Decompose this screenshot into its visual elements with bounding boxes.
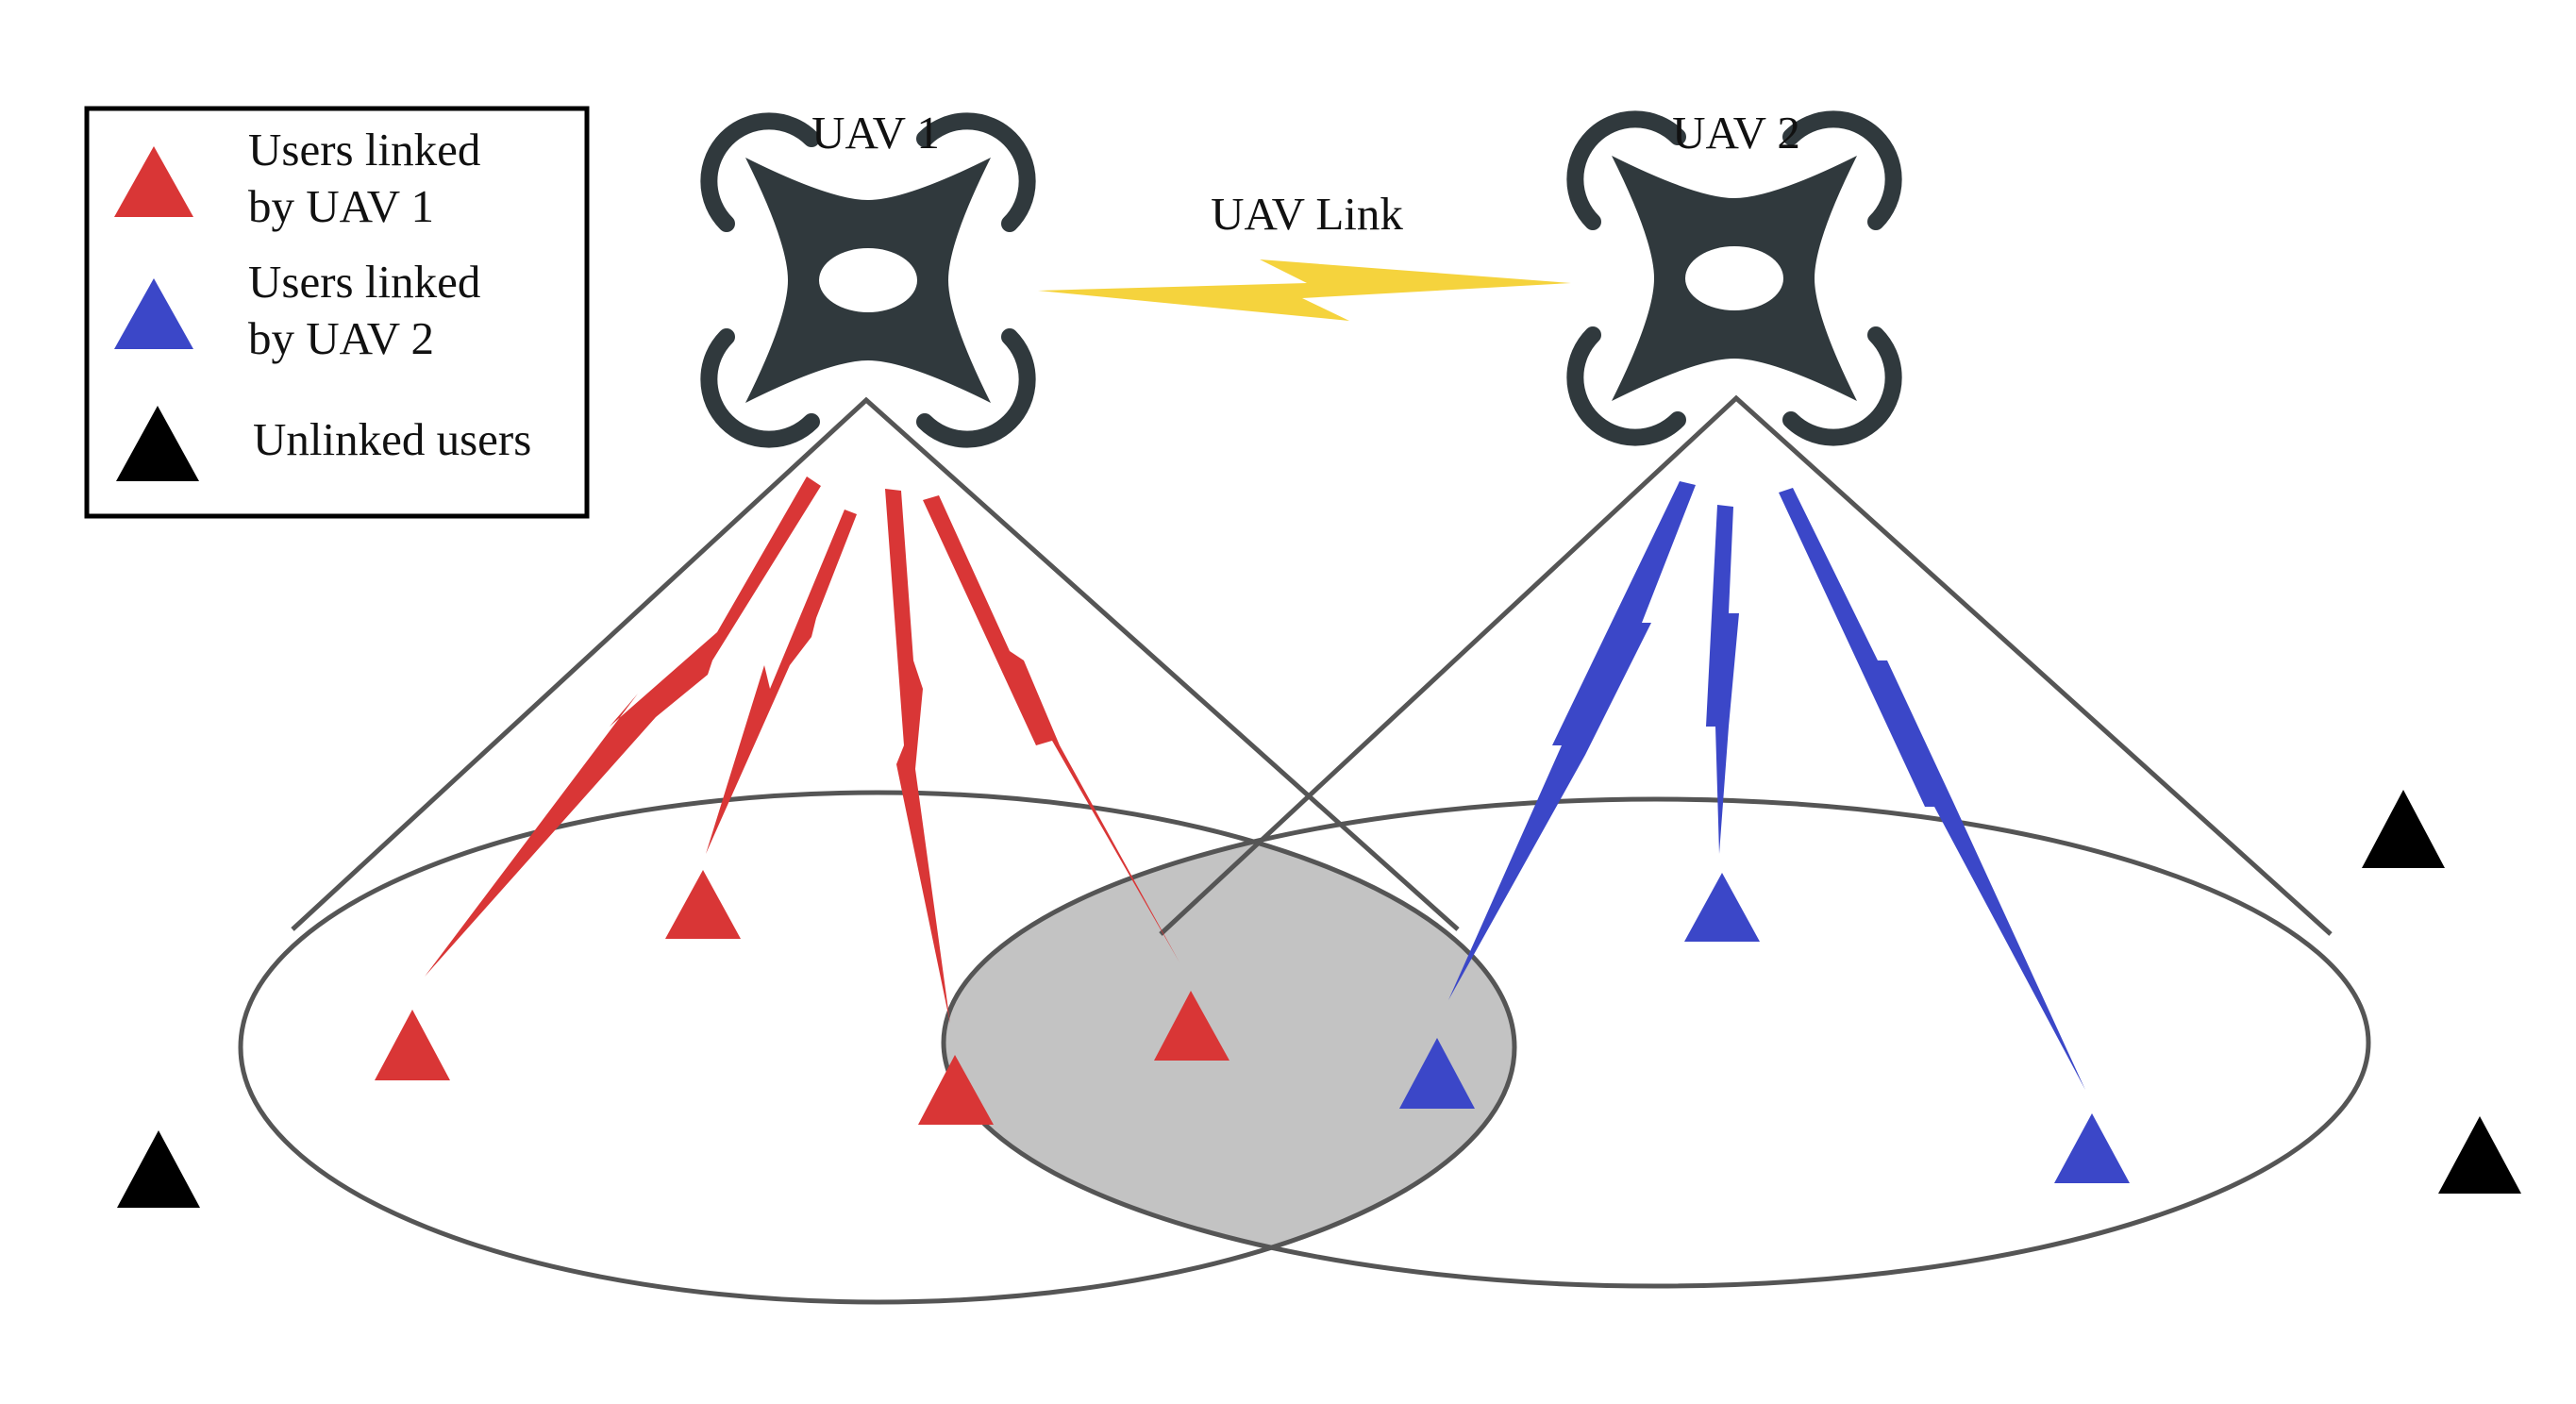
legend-item-uav-2-users: Users linked by UAV 2 [114,256,480,364]
legend: Users linked by UAV 1 Users linked by UA… [84,106,590,519]
legend-label-line2: by UAV 1 [248,180,434,232]
unlinked-users [117,790,2521,1208]
uav-1-user-links [425,476,1179,1024]
coverage-area-uav-1 [238,790,1517,1305]
legend-marker-red [114,146,193,217]
legend-item-unlinked-users: Unlinked users [116,406,531,481]
user-marker [1684,873,1760,942]
user-marker [2054,1113,2130,1183]
drone-icon [1575,119,1893,437]
user-marker [2438,1116,2521,1194]
link-bolt [1779,488,2085,1090]
uav-1 [709,121,1027,439]
legend-label-line2: by UAV 2 [248,312,434,364]
uav-1-label: UAV 1 [811,107,940,159]
link-bolt [1448,481,1696,1000]
uav-link: UAV Link [1038,188,1571,321]
drone-icon [709,121,1027,439]
link-bolt [425,476,821,977]
link-bolt [923,495,1179,962]
user-marker [1399,1038,1475,1109]
uav-2-users [1399,873,2130,1183]
coverage-cone-uav-2 [1159,394,2333,936]
user-marker [1154,991,1229,1061]
coverage-cone-uav-1 [291,396,1460,931]
coverage-area-uav-2 [941,796,2371,1289]
legend-marker-black [116,406,199,481]
coverage-overlap [944,799,1514,1286]
legend-label-line1: Users linked [248,256,480,308]
link-bolt [1706,505,1739,854]
uav-link-label: UAV Link [1211,188,1403,240]
user-marker [117,1130,200,1208]
uav-1-users [375,870,1229,1125]
uav-2 [1575,119,1893,437]
user-marker [2362,790,2445,868]
uav-2-label: UAV 2 [1672,107,1800,159]
legend-item-uav-1-users: Users linked by UAV 1 [114,124,480,232]
legend-marker-blue [114,278,193,349]
link-bolt [885,489,950,1024]
legend-label-line1: Users linked [248,124,480,176]
user-marker [665,870,741,939]
user-marker [918,1055,994,1125]
uav-link-bolt [1038,259,1571,321]
link-bolt [706,510,857,854]
user-marker [375,1010,450,1080]
legend-label: Unlinked users [253,413,531,465]
uav-2-user-links [1448,481,2085,1090]
